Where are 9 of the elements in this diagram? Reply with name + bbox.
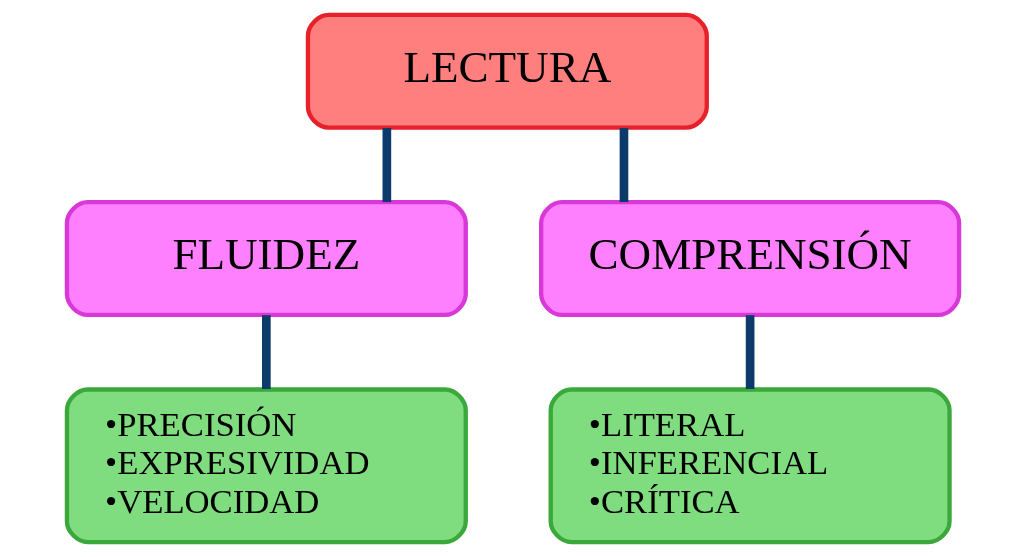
- connector: [382, 128, 391, 203]
- connector: [261, 315, 271, 389]
- connector: [619, 128, 628, 203]
- node-box: •LITERAL •INFERENCIAL •CRÍTICA: [548, 387, 952, 545]
- node-box: FLUIDEZ: [64, 200, 468, 318]
- node-box: •PRECISIÓN •EXPRESIVIDAD •VELOCIDAD: [64, 387, 468, 545]
- connector: [745, 315, 754, 389]
- node-box: COMPRENSIÓN: [538, 200, 961, 318]
- node-box: LECTURA: [305, 12, 709, 130]
